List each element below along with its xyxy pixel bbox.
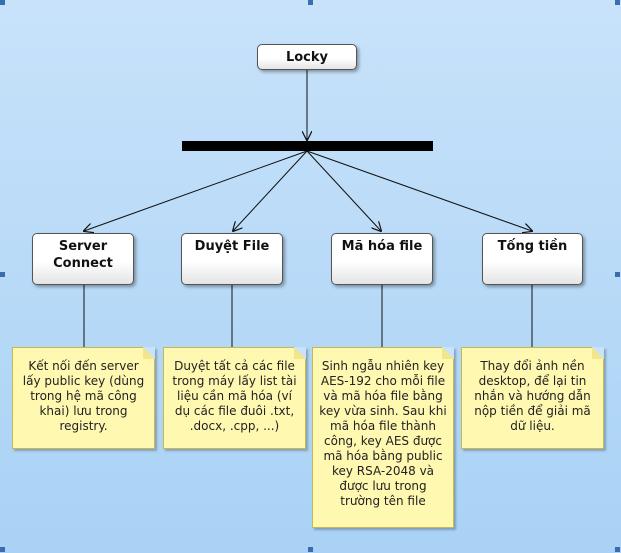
selection-handle[interactable] [308,0,313,5]
root-node-label: Locky [285,50,329,65]
selection-handle[interactable] [308,547,313,552]
server-connect-node[interactable]: Server Connect [32,233,134,285]
selection-handle[interactable] [0,272,5,277]
selection-handle[interactable] [615,547,620,552]
selection-handle[interactable] [0,0,5,5]
tong-tien-note[interactable]: Thay đổi ảnh nền desktop, để lại tin nhắ… [461,347,604,449]
tong-tien-note-text: Thay đổi ảnh nền desktop, để lại tin nhắ… [474,359,591,433]
tong-tien-node[interactable]: Tống tiền [482,233,583,285]
server-connect-label: Server Connect [53,239,113,271]
fork-to-duyet-file-arrow [233,150,308,231]
ma-hoa-file-note-text: Sinh ngẫu nhiên key AES-192 cho mỗi file… [319,359,447,508]
duyet-file-note-text: Duyệt tất cả các file trong máy lấy list… [172,359,297,433]
server-connect-note[interactable]: Kết nối đến server lấy public key (dùng … [12,347,155,449]
selection-handle[interactable] [0,547,5,552]
fork-to-server-connect-arrow [84,150,308,231]
duyet-file-label: Duyệt File [194,239,270,254]
tong-tien-label: Tống tiền [497,239,568,254]
ma-hoa-file-node[interactable]: Mã hóa file [331,233,433,285]
ma-hoa-file-label: Mã hóa file [341,239,423,254]
fork-to-tong-tien-arrow [306,150,532,231]
root-node[interactable]: Locky [257,44,357,70]
duyet-file-note[interactable]: Duyệt tất cả các file trong máy lấy list… [163,347,306,449]
selection-handle[interactable] [615,0,620,5]
server-connect-note-text: Kết nối đến server lấy public key (dùng … [22,359,145,433]
selection-handle[interactable] [615,272,620,277]
duyet-file-node[interactable]: Duyệt File [181,233,283,285]
fork-bar [182,141,433,151]
ma-hoa-file-note[interactable]: Sinh ngẫu nhiên key AES-192 cho mỗi file… [312,347,454,528]
fork-to-ma-hoa-file-arrow [306,150,381,231]
